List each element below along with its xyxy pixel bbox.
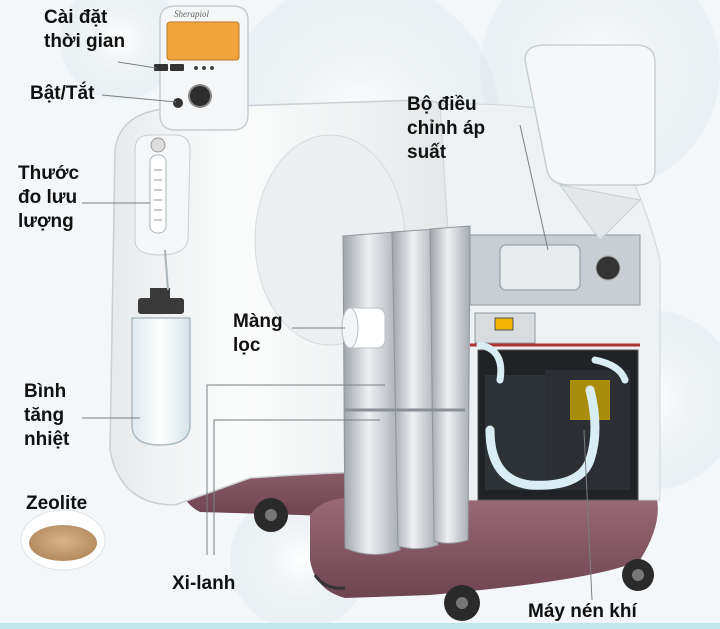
label-humidifier: Bình tăng nhiệt [24, 380, 69, 452]
label-cylinder: Xi-lanh [172, 572, 235, 596]
power-button[interactable] [173, 98, 183, 108]
label-power: Bật/Tắt [30, 82, 94, 106]
power-knob[interactable] [189, 85, 211, 107]
label-flowmeter: Thước đo lưu lượng [18, 162, 79, 234]
bottom-strip [0, 623, 720, 629]
pressure-regulator-part [500, 245, 580, 290]
zeolite-sample [21, 510, 105, 570]
timer-button-1[interactable] [154, 64, 168, 71]
flow-knob[interactable] [151, 138, 165, 152]
timer-button-2[interactable] [170, 64, 184, 71]
wheels-left [254, 498, 288, 532]
label-zeolite: Zeolite [26, 492, 87, 516]
label-compressor: Máy nén khí [528, 600, 637, 624]
sieve-cylinders [342, 226, 470, 555]
label-time-setting: Cài đặt thời gian [44, 6, 125, 54]
display-screen [167, 22, 239, 60]
label-filter: Màng lọc [233, 310, 283, 358]
brand-logo: Sherapiol [174, 9, 209, 19]
label-pressure-regulator: Bộ điều chỉnh áp suất [407, 93, 485, 165]
control-head: Sherapiol [154, 6, 248, 130]
